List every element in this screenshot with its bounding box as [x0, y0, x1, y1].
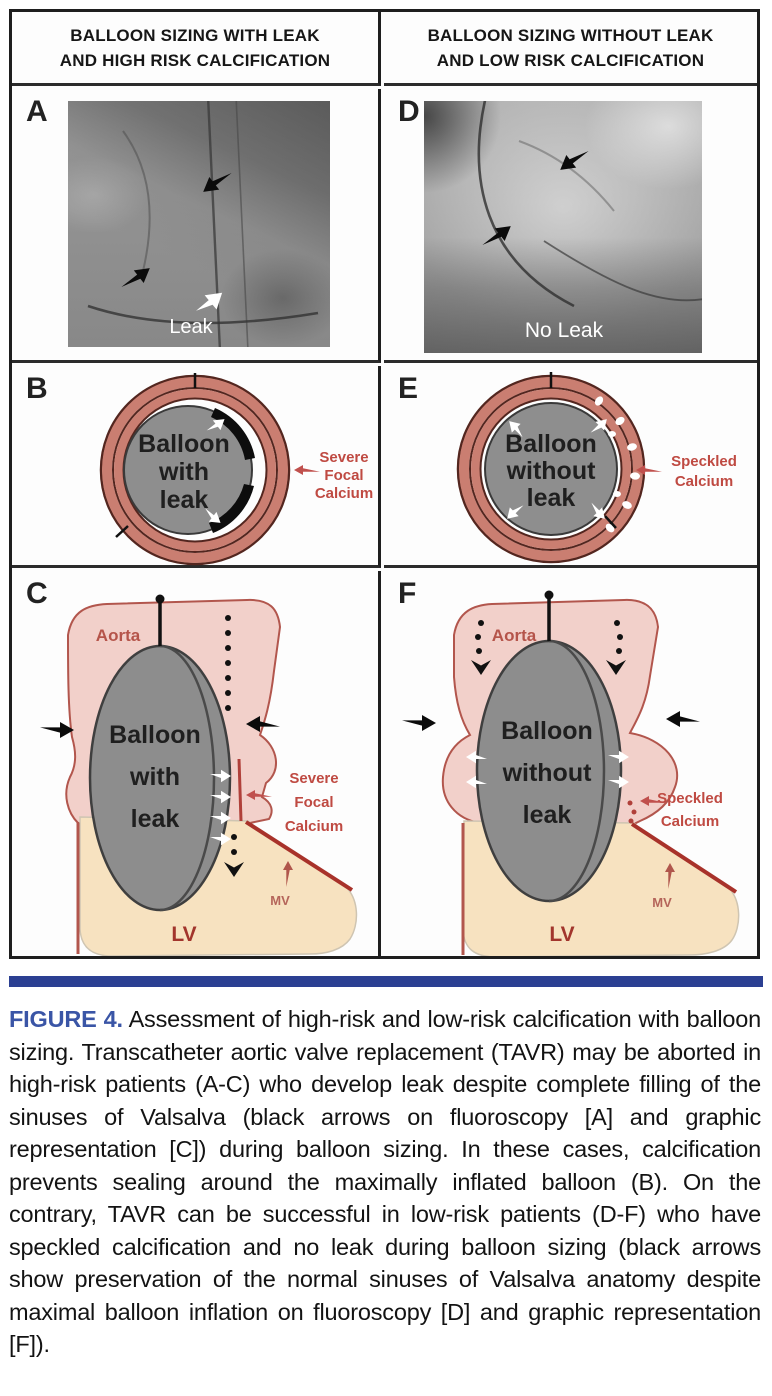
calcium-callout: Focal — [324, 467, 363, 484]
header-left-line2: AND HIGH RISK CALCIFICATION — [59, 51, 331, 70]
dotted-arrow-down — [606, 620, 626, 675]
black-arrow-icon — [479, 219, 516, 254]
black-arrow-icon — [118, 261, 155, 296]
panel-e-label: E — [398, 372, 419, 405]
leak-arrow-icon — [192, 285, 229, 321]
header-right: BALLOON SIZING WITHOUT LEAK AND LOW RISK… — [384, 12, 757, 86]
annulus-ring — [471, 389, 631, 549]
mv-label: MV — [652, 895, 672, 910]
balloon-text: leak — [160, 486, 209, 514]
lv-label: LV — [171, 923, 196, 946]
panel-c-label: C — [26, 577, 48, 610]
panel-f-label: F — [398, 577, 417, 610]
shaft-dot — [544, 590, 554, 600]
catheter-line — [235, 101, 249, 347]
balloon-text: Balloon — [138, 430, 230, 458]
fluoroscopy-a-overlay: Leak — [87, 101, 319, 347]
header-right-line1: BALLOON SIZING WITHOUT LEAK — [427, 26, 714, 45]
panel-c: C Aorta Balloon with leak — [12, 571, 381, 957]
commissure-tick — [115, 525, 129, 538]
black-arrow-icon — [666, 711, 700, 727]
vessel-edge — [518, 140, 615, 212]
calcium-callout: Calcium — [315, 485, 373, 502]
aorta-diagram-f: Aorta Balloon without leak — [402, 590, 740, 958]
balloon-shape — [123, 405, 253, 535]
balloon-text: leak — [131, 805, 180, 833]
catheter-line — [543, 240, 702, 302]
speckled-calcium-dots — [627, 800, 637, 824]
aorta-diagram-c: Aorta Balloon with leak — [40, 594, 358, 957]
no-leak-annotation: No Leak — [525, 319, 604, 342]
annulus-ring — [114, 389, 276, 551]
calcium-callout: Calcium — [285, 818, 343, 835]
dotted-line — [225, 615, 231, 711]
red-arrow-icon — [294, 465, 320, 475]
caption-divider-rule — [9, 976, 763, 987]
panel-d: D No Leak — [384, 89, 757, 363]
dotted-arrow-down — [224, 834, 244, 877]
figure-caption-text: Assessment of high-risk and low-risk cal… — [9, 1006, 761, 1357]
catheter-curve — [87, 304, 319, 325]
panel-b: B Balloon with leak Severe Focal — [12, 366, 381, 568]
header-left: BALLOON SIZING WITH LEAK AND HIGH RISK C… — [12, 12, 381, 86]
annulus-inner-outline — [479, 397, 623, 541]
panel-b-label: B — [26, 372, 48, 405]
fluoroscopy-image-a: Leak — [68, 101, 330, 347]
catheter-curve — [477, 101, 575, 308]
mitral-valve-line — [630, 822, 738, 894]
balloon-shape — [484, 402, 618, 536]
calcium-callout: Speckled — [671, 453, 737, 470]
figure-panel-grid: BALLOON SIZING WITH LEAK AND HIGH RISK C… — [9, 9, 760, 959]
calcium-callout: Severe — [289, 770, 338, 787]
lv-label: LV — [549, 923, 574, 946]
fluoroscopy-image-d: No Leak — [424, 101, 702, 353]
balloon-text: leak — [527, 484, 576, 512]
balloon-text: Balloon — [109, 721, 201, 749]
calcium-callout: Calcium — [675, 473, 733, 490]
panel-a: A Leak — [12, 89, 381, 363]
calcium-strip — [237, 758, 243, 822]
header-right-line2: AND LOW RISK CALCIFICATION — [436, 51, 705, 70]
commissure-tick — [604, 515, 617, 529]
calcium-callout: Calcium — [661, 813, 719, 830]
panel-f: F Aorta Balloon w — [384, 571, 757, 958]
black-arrow-icon — [402, 715, 436, 731]
header-left-line1: BALLOON SIZING WITH LEAK — [70, 26, 320, 45]
leak-annotation: Leak — [169, 316, 213, 338]
shaft-dot — [155, 594, 165, 604]
panel-e: E Ballo — [384, 366, 757, 568]
fluoroscopy-d-overlay: No Leak — [477, 101, 702, 342]
mitral-valve-line — [244, 820, 354, 892]
balloon-text: with — [129, 763, 180, 791]
balloon-text: without — [502, 759, 593, 787]
black-arrow-icon — [40, 722, 74, 738]
figure-caption: FIGURE 4. Assessment of high-risk and lo… — [9, 1003, 761, 1361]
balloon-edge-line — [548, 639, 606, 903]
panel-d-label: D — [398, 95, 420, 128]
speckled-calcium-dots — [594, 396, 640, 533]
balloon-text: without — [506, 457, 597, 485]
balloon-text: Balloon — [505, 430, 597, 458]
calcium-callout: Severe — [319, 449, 368, 466]
balloon-text: leak — [523, 801, 572, 829]
figure-caption-label: FIGURE 4. — [9, 1006, 123, 1032]
calcium-callout: Focal — [294, 794, 333, 811]
aorta-label: Aorta — [492, 626, 537, 645]
balloon-edge-line — [159, 644, 216, 912]
mv-label: MV — [270, 893, 290, 908]
focal-calcium-arc — [209, 484, 254, 533]
panel-a-label: A — [26, 95, 48, 128]
balloon-text: with — [158, 458, 209, 486]
annulus-diagram-e: Balloon without leak Speckled Calcium — [456, 372, 737, 564]
vessel-edge — [122, 130, 151, 272]
calcium-callout: Speckled — [657, 790, 723, 807]
catheter-line — [207, 101, 222, 347]
aorta-label: Aorta — [96, 626, 141, 645]
balloon-text: Balloon — [501, 717, 593, 745]
annulus-diagram-b: Balloon with leak Severe Focal Calcium — [99, 373, 373, 566]
black-arrow-icon — [198, 164, 235, 199]
dotted-arrow-down — [471, 620, 491, 675]
